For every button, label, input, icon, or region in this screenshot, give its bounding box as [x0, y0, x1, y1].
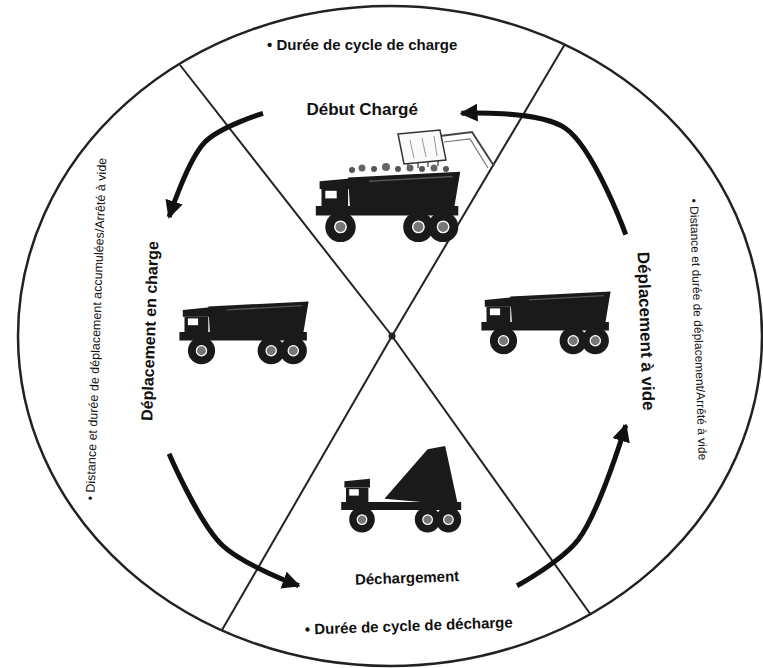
cycle-arrow	[169, 454, 299, 586]
phase-title: Déchargement	[355, 567, 460, 589]
hauling-truck	[179, 301, 308, 364]
cycle-circle	[18, 6, 762, 666]
cycle-duration-note: • Durée de cycle de charge	[267, 36, 457, 54]
center-dot	[389, 333, 396, 340]
cycle-arrow	[461, 113, 625, 235]
excavator-bucket	[398, 130, 494, 169]
loaded-truck	[316, 172, 460, 242]
phase-title: Déplacement à vide	[632, 251, 658, 410]
gravel-load	[349, 163, 449, 173]
phase-sector: Déplacement en charge• Distance et durée…	[79, 153, 169, 506]
phase-title: Début Chargé	[306, 100, 417, 120]
empty-truck	[481, 291, 610, 354]
cycle-duration-note: • Durée de cycle de décharge	[305, 613, 513, 638]
phase-sector: • Durée de cycle de chargeDébut Chargé	[263, 32, 461, 124]
phase-title: Déplacement en charge	[137, 241, 162, 421]
dumping-truck	[341, 446, 461, 532]
phase-sector: Déchargement • Durée de cycle de décharge	[299, 561, 517, 642]
cycle-arrow	[517, 425, 626, 586]
phase-sector: Déplacement à vide• Distance et durée de…	[626, 194, 714, 466]
cycle-arrow	[169, 113, 263, 217]
